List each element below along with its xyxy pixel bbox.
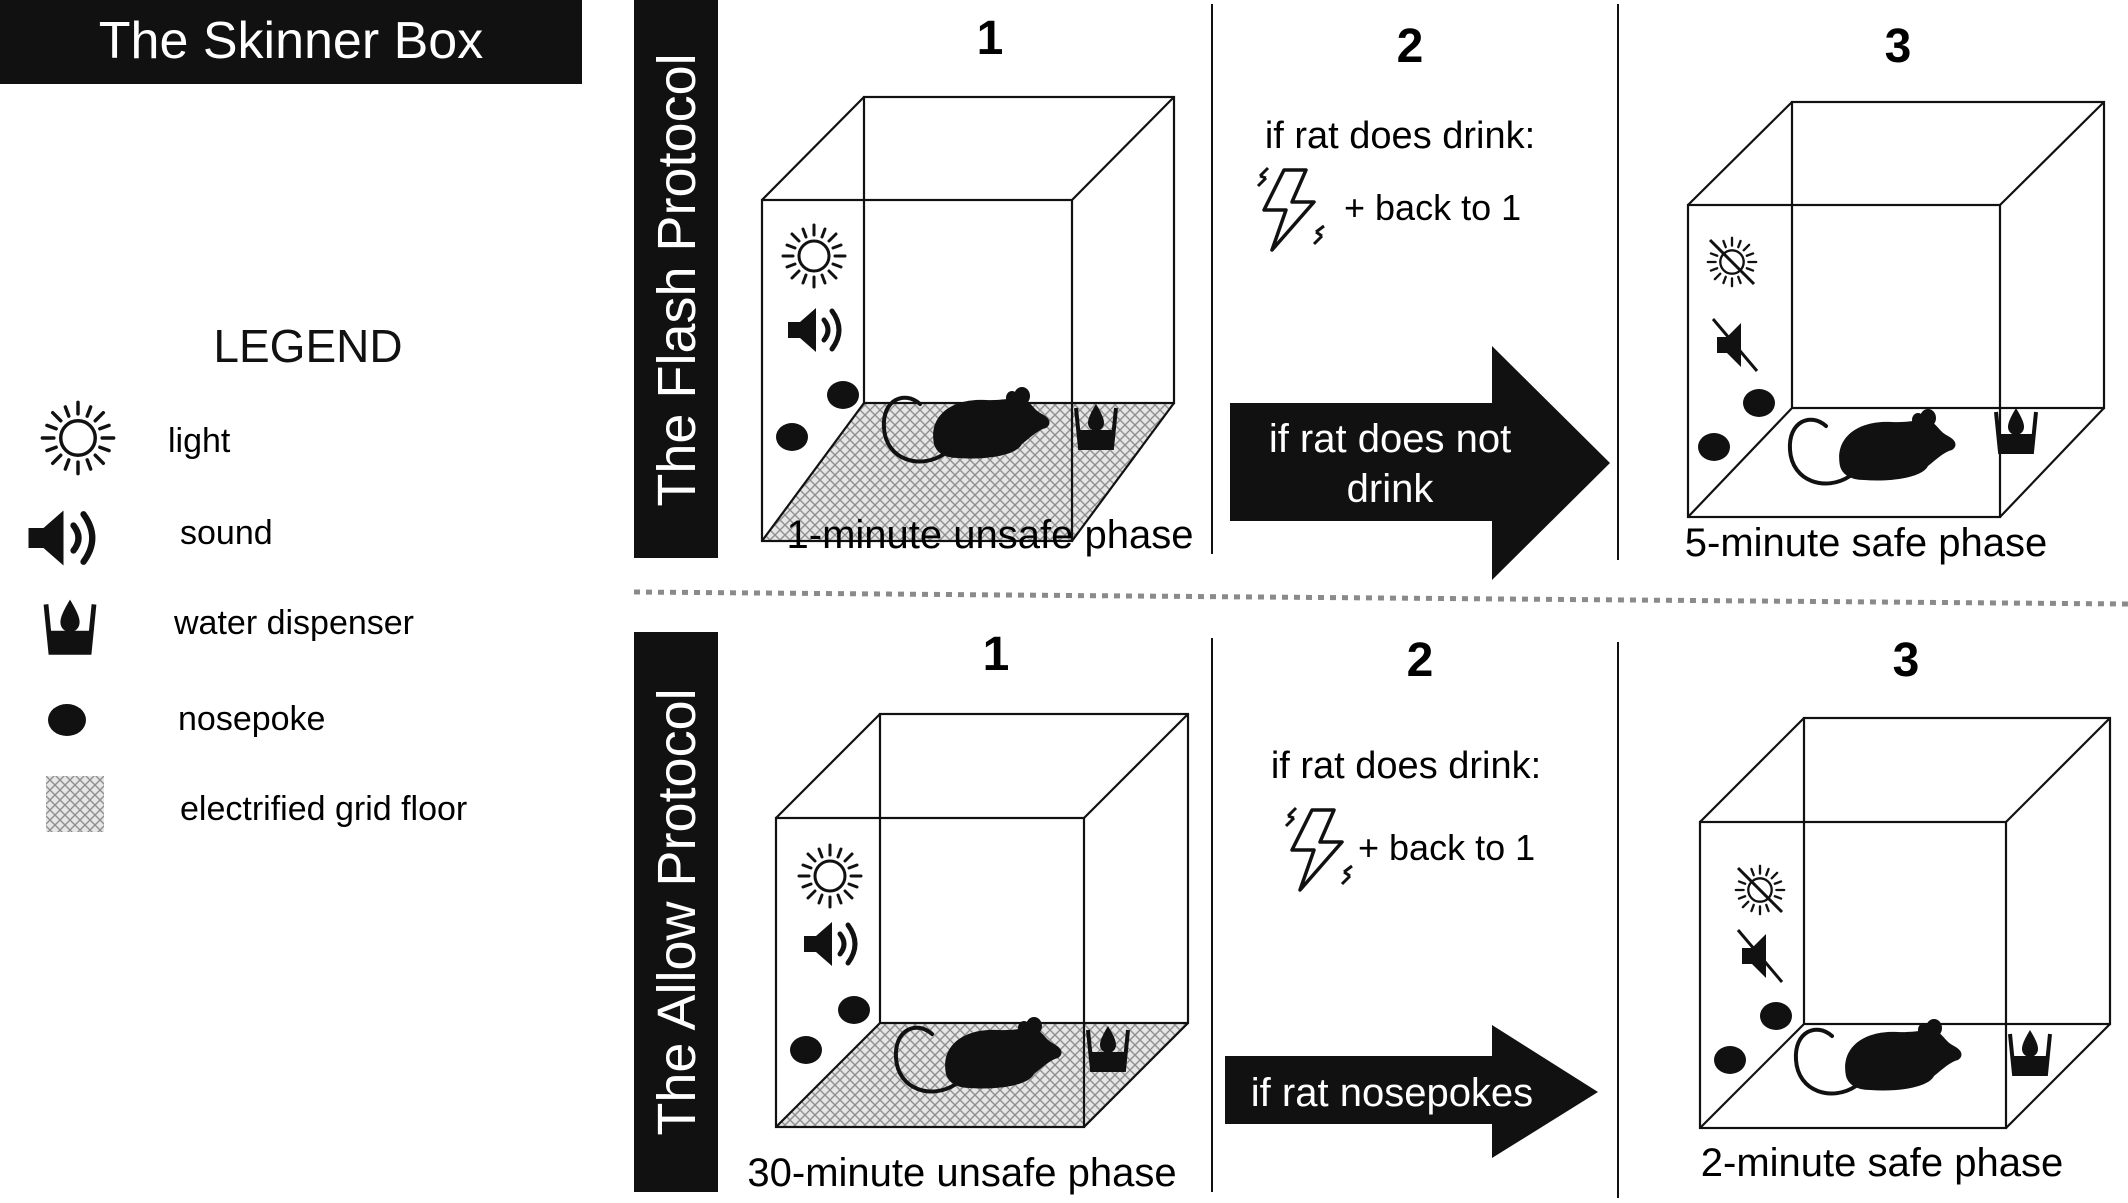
nosepoke-icon: [790, 1036, 822, 1064]
nosepoke-icon: [1743, 389, 1775, 417]
sound-off-icon: [1736, 928, 1784, 984]
step-number: 2: [1397, 20, 1424, 73]
back-to-1-text: + back to 1: [1344, 187, 1521, 228]
title-banner: [0, 0, 582, 84]
arrow-label-line-1: if rat does not: [1269, 417, 1511, 461]
nosepoke-icon: [1760, 1002, 1792, 1030]
arrow-label-line-1: if rat nosepokes: [1251, 1071, 1533, 1115]
light-icon: [797, 843, 863, 909]
nosepoke-icon: [1714, 1046, 1746, 1074]
light-icon: [781, 223, 847, 289]
legend-label-sound: sound: [180, 514, 273, 552]
unsafe-box-1: [760, 95, 1176, 543]
nosepoke-icon: [827, 381, 859, 409]
flash-protocol-label: The Flash Protocol: [647, 53, 707, 506]
unsafe-box-2: [774, 712, 1190, 1129]
legend-label-electrified-grid-floor: electrified grid floor: [180, 790, 467, 828]
legend-label-light: light: [168, 422, 231, 460]
legend-heading: LEGEND: [213, 320, 402, 372]
sound-off-icon: [1711, 317, 1759, 373]
row-divider: [633, 589, 2128, 607]
step-number: 3: [1885, 20, 1912, 73]
light-off-icon: [1736, 866, 1784, 914]
safe-box-1: [1686, 100, 2106, 519]
flash-protocol-banner: [634, 0, 718, 558]
legend-light-icon: [40, 400, 116, 476]
light-off-icon: [1708, 238, 1756, 286]
nosepoke-icon: [776, 423, 808, 451]
legend-water-dispenser-icon: [46, 600, 94, 653]
drink-condition: if rat does drink:: [1265, 115, 1535, 157]
nosepoke-icon: [838, 996, 870, 1024]
allow-protocol-row: The Allow Protocol 1 30-minute unsafe ph…: [634, 628, 2112, 1198]
water-dispenser-icon: [1994, 406, 2038, 454]
step-number: 1: [983, 628, 1010, 681]
nosepoke-icon: [1698, 433, 1730, 461]
figure-title: The Skinner Box: [99, 12, 483, 70]
phase-caption: 1-minute unsafe phase: [787, 513, 1194, 557]
arrow-label-line-2: drink: [1347, 467, 1435, 511]
safe-box-2: [1698, 716, 2112, 1130]
legend-label-water-dispenser: water dispenser: [173, 604, 414, 642]
step-number: 3: [1893, 634, 1920, 687]
step-number: 2: [1407, 634, 1434, 687]
transition-arrow: if rat nosepokes: [1225, 1025, 1598, 1158]
rat-icon: [1787, 407, 1958, 486]
phase-caption: 5-minute safe phase: [1685, 521, 2047, 565]
phase-caption: 30-minute unsafe phase: [747, 1151, 1176, 1195]
sound-icon: [788, 308, 839, 352]
legend-electrified-grid-floor-icon: [46, 776, 104, 832]
transition-arrow: if rat does not drink: [1230, 346, 1610, 580]
flash-protocol-row: The Flash Protocol 1 1-minute unsafe pha…: [634, 0, 2106, 580]
water-dispenser-icon: [2008, 1028, 2052, 1076]
legend-label-nosepoke: nosepoke: [178, 700, 325, 738]
legend-nosepoke-icon: [48, 704, 86, 736]
rat-icon: [1793, 1017, 1964, 1096]
shock-icon: [1256, 166, 1326, 252]
sound-icon: [804, 922, 855, 966]
allow-protocol-banner: [634, 632, 718, 1192]
drink-condition: if rat does drink:: [1271, 745, 1541, 787]
shock-icon: [1284, 806, 1354, 892]
step-number: 1: [977, 12, 1004, 65]
back-to-1-text: + back to 1: [1358, 827, 1535, 868]
allow-protocol-label: The Allow Protocol: [647, 688, 707, 1135]
legend-sound-icon: [29, 511, 93, 566]
phase-caption: 2-minute safe phase: [1701, 1141, 2063, 1185]
